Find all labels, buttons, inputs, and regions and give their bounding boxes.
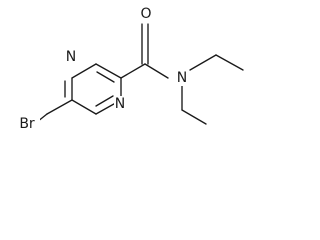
bond-c5-c4 [46,99,73,115]
label-bg-br [14,116,40,132]
label-bg-n-top [65,49,77,65]
bonds [36,23,244,125]
ring-nitrogen-bottom-label: N [115,96,125,112]
bond-ethyl2-c1-c2 [181,109,207,125]
bond-carbonyl-n [144,63,169,79]
bond-c6-c5-inner [95,95,114,107]
label-bg-n-bottom [114,96,126,112]
bond-c2-n1-inner [96,71,115,83]
structure-diagram: Br N N O N [0,0,260,138]
amide-nitrogen-label: N [177,70,187,86]
bond-ethyl1-c1-c2 [215,54,244,71]
label-bg-o [139,6,153,22]
bond-c2-n1 [95,63,122,79]
bond-n-ethyl1-c1 [189,54,217,71]
bromine-label: Br [19,116,35,132]
carbonyl-oxygen-label: O [140,6,151,22]
label-bg-amide-n [175,70,189,86]
bond-c2-carbonyl [120,63,146,79]
bond-n3-c2 [71,63,97,79]
ring-nitrogen-top-label: N [66,49,76,65]
bond-c5-c4b [71,99,97,115]
molecule-drawing: Br N N O N [14,6,244,132]
atom-labels: Br N N O N [14,6,189,132]
